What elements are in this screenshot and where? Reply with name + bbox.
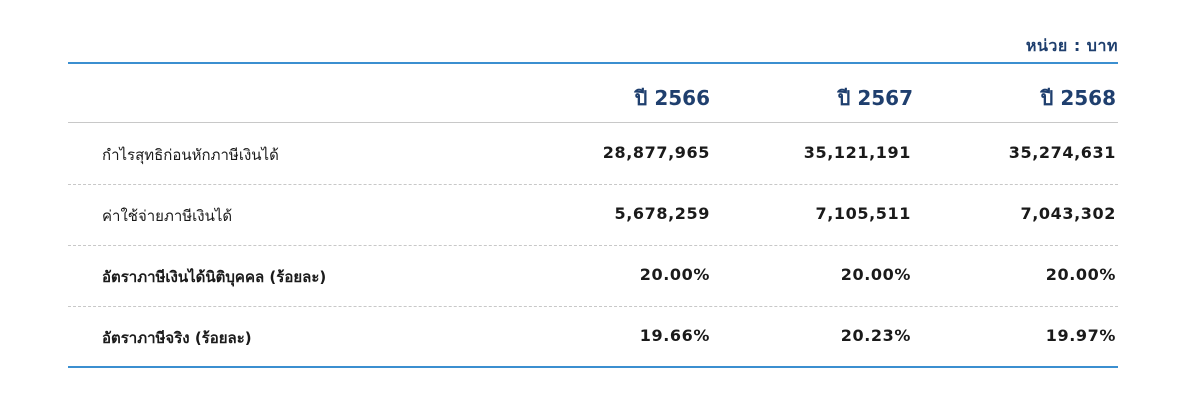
table-header-row: ปี 2566 ปี 2567 ปี 2568 bbox=[68, 64, 1118, 123]
unit-label: หน่วย : บาท bbox=[1025, 36, 1118, 55]
cell-value: 20.00% bbox=[1045, 265, 1116, 284]
cell-value: 20.00% bbox=[840, 265, 911, 284]
column-header-2566: ปี 2566 bbox=[634, 86, 710, 110]
cell-value: 35,121,191 bbox=[803, 143, 911, 162]
table-bottom-rule bbox=[68, 366, 1118, 368]
row-label: กำไรสุทธิก่อนหักภาษีเงินได้ bbox=[102, 146, 279, 164]
cell-value: 35,274,631 bbox=[1008, 143, 1116, 162]
table-top-rule bbox=[68, 62, 1118, 64]
table-row: กำไรสุทธิก่อนหักภาษีเงินได้ 28,877,965 3… bbox=[68, 123, 1118, 185]
cell-value: 7,043,302 bbox=[1020, 204, 1116, 223]
table-row: ค่าใช้จ่ายภาษีเงินได้ 5,678,259 7,105,51… bbox=[68, 184, 1118, 246]
cell-value: 19.97% bbox=[1045, 326, 1116, 345]
row-label: อัตราภาษีจริง (ร้อยละ) bbox=[102, 329, 252, 347]
table-row: อัตราภาษีเงินได้นิติบุคคล (ร้อยละ) 20.00… bbox=[68, 245, 1118, 307]
cell-value: 5,678,259 bbox=[614, 204, 710, 223]
cell-value: 20.23% bbox=[840, 326, 911, 345]
column-header-2567: ปี 2567 bbox=[837, 86, 913, 110]
cell-value: 7,105,511 bbox=[815, 204, 911, 223]
row-label: อัตราภาษีเงินได้นิติบุคคล (ร้อยละ) bbox=[102, 268, 327, 286]
cell-value: 19.66% bbox=[639, 326, 710, 345]
column-header-2568: ปี 2568 bbox=[1040, 86, 1116, 110]
cell-value: 28,877,965 bbox=[602, 143, 710, 162]
table-row: อัตราภาษีจริง (ร้อยละ) 19.66% 20.23% 19.… bbox=[68, 306, 1118, 367]
cell-value: 20.00% bbox=[639, 265, 710, 284]
row-label: ค่าใช้จ่ายภาษีเงินได้ bbox=[102, 207, 233, 225]
